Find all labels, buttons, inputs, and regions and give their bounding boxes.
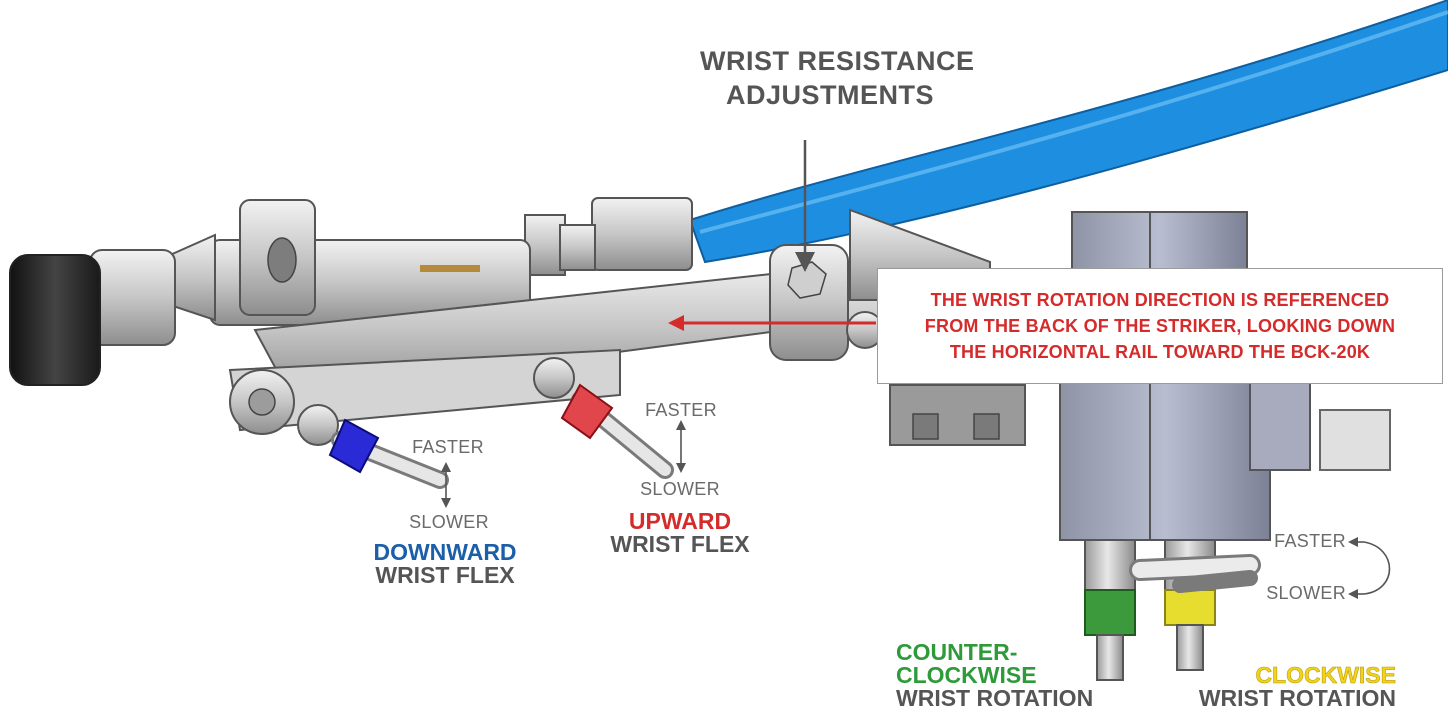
upward-direction: UPWARD bbox=[628, 508, 732, 534]
title-line-2: ADJUSTMENTS bbox=[725, 80, 934, 110]
ccw-direction-line-1: COUNTER- bbox=[896, 639, 1018, 665]
upward-wrist-flex-label: UPWARD WRIST FLEX bbox=[570, 510, 790, 556]
ccw-direction-line-2: CLOCKWISE bbox=[896, 662, 1037, 688]
note-line-3: THE HORIZONTAL RAIL TOWARD THE BCK-20K bbox=[949, 342, 1371, 362]
title-line-1: WRIST RESISTANCE bbox=[700, 46, 975, 76]
cw-direction: CLOCKWISE bbox=[1255, 662, 1396, 688]
downward-faster-label: FASTER bbox=[412, 437, 484, 457]
upward-slower-label: SLOWER bbox=[640, 479, 720, 499]
upward-valve bbox=[533, 357, 674, 479]
rotation-faster-label: FASTER bbox=[1274, 531, 1346, 551]
rotation-slower-label: SLOWER bbox=[1266, 583, 1346, 603]
downward-action: WRIST FLEX bbox=[375, 562, 515, 588]
downward-wrist-flex-label: DOWNWARD WRIST FLEX bbox=[335, 541, 555, 587]
downward-direction: DOWNWARD bbox=[373, 539, 517, 565]
striker-body bbox=[9, 199, 531, 386]
upward-action: WRIST FLEX bbox=[610, 531, 750, 557]
downward-slower-label: SLOWER bbox=[409, 512, 489, 532]
rotation-direction-note: THE WRIST ROTATION DIRECTION IS REFERENC… bbox=[877, 268, 1443, 384]
hose-fitting bbox=[524, 197, 693, 276]
downward-speed-arrow bbox=[441, 462, 451, 508]
clockwise-rotation-label: CLOCKWISE WRIST ROTATION bbox=[1170, 662, 1396, 711]
counter-clockwise-rotation-label: COUNTER- CLOCKWISE WRIST ROTATION bbox=[896, 641, 1136, 710]
note-line-1: THE WRIST ROTATION DIRECTION IS REFERENC… bbox=[930, 290, 1390, 310]
note-line-2: FROM THE BACK OF THE STRIKER, LOOKING DO… bbox=[924, 316, 1396, 336]
upward-speed-arrow bbox=[676, 420, 686, 473]
downward-valve bbox=[297, 404, 449, 489]
diagram-title: WRIST RESISTANCE ADJUSTMENTS bbox=[700, 44, 975, 112]
upward-faster-label: FASTER bbox=[645, 400, 717, 420]
cw-action: WRIST ROTATION bbox=[1198, 685, 1396, 711]
rotation-speed-arrows bbox=[1348, 537, 1391, 599]
ccw-action: WRIST ROTATION bbox=[896, 685, 1094, 711]
rotation-valves bbox=[1084, 539, 1261, 681]
